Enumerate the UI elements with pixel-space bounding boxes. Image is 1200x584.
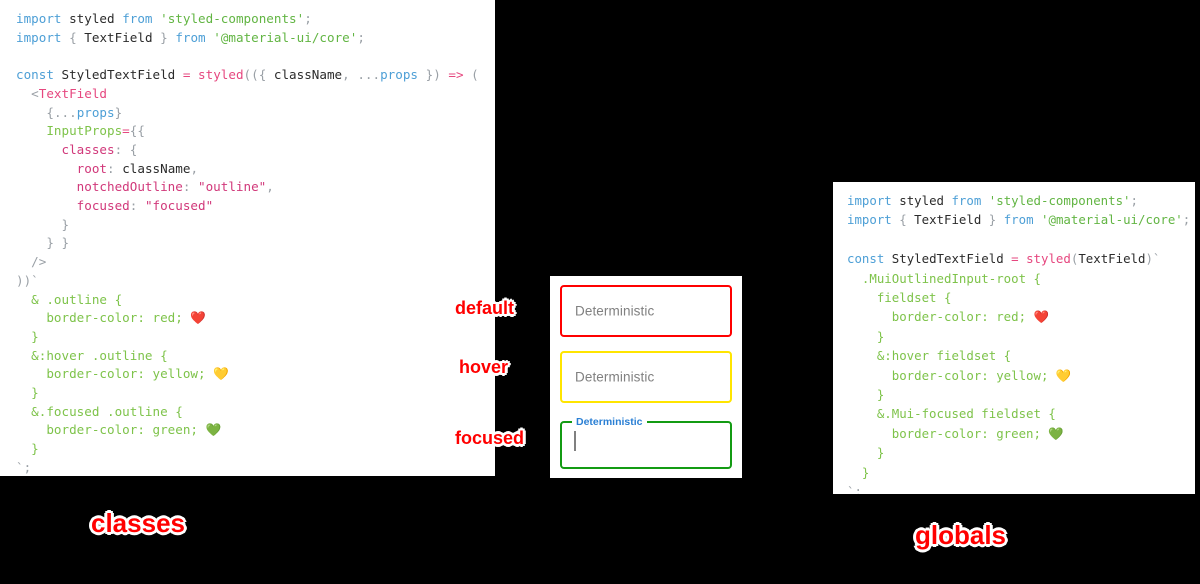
textfield-focused-label: Deterministic <box>576 416 643 428</box>
textfield-hover-text: Deterministic <box>575 369 655 385</box>
textfield-focused[interactable]: Deterministic <box>560 417 732 469</box>
textfield-default[interactable]: Deterministic <box>560 285 732 337</box>
text-caret <box>574 431 576 451</box>
annotation-hover: hover <box>459 357 509 377</box>
textfield-hover[interactable]: Deterministic <box>560 351 732 403</box>
code-block-classes: import styled from 'styled-components'; … <box>16 11 479 475</box>
code-panel-classes: import styled from 'styled-components'; … <box>0 0 495 476</box>
annotation-default: default <box>455 298 515 318</box>
textfield-focused-notched-outline: Deterministic <box>560 417 732 469</box>
code-panel-globals: import styled from 'styled-components'; … <box>833 182 1195 494</box>
panel-title-classes: classes <box>91 508 185 538</box>
textfield-default-text: Deterministic <box>575 303 655 319</box>
code-block-globals: import styled from 'styled-components'; … <box>847 193 1191 494</box>
textfield-preview-card: Deterministic Deterministic Deterministi… <box>550 276 742 478</box>
panel-title-globals: globals <box>915 520 1007 550</box>
annotation-focused: focused <box>455 428 525 448</box>
